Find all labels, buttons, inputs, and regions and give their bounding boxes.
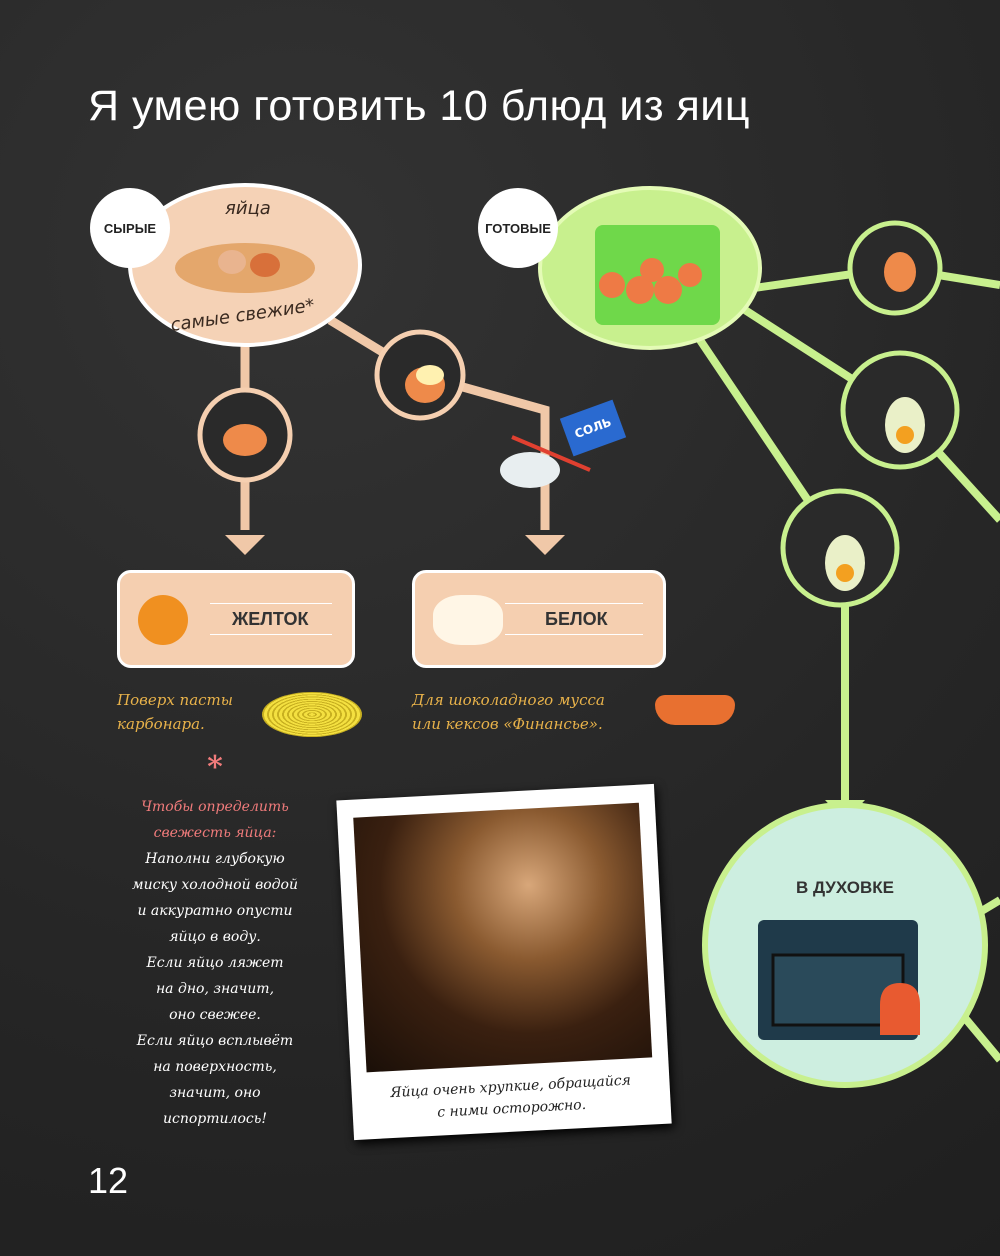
tip-line: Если яйцо всплывёт [136, 1033, 294, 1049]
tip-line: на поверхность, [153, 1059, 277, 1075]
nest-illustration [175, 243, 315, 293]
raw-top-label: яйца [225, 198, 271, 219]
polaroid-photo: Яйца очень хрупкие, обращайся с ними ост… [336, 783, 672, 1141]
egg-white-icon [433, 595, 503, 645]
tip-line: испортилось! [163, 1111, 267, 1127]
yolk-note: Поверх пасты карбонара. [117, 688, 233, 736]
white-note: Для шоколадного мусса или кексов «Финанс… [412, 688, 605, 736]
page-number: 12 [88, 1160, 129, 1201]
page-title: Я умею готовить 10 блюд из яиц [88, 82, 750, 130]
cake-pan-icon [655, 695, 735, 725]
whisk-bowl-icon [500, 452, 560, 488]
yolk-note-line: карбонара. [117, 715, 205, 733]
arrow-white [525, 535, 565, 555]
white-card: БЕЛОК [412, 570, 666, 668]
tip-line: Наполни глубокую [145, 851, 285, 867]
tip-line: миску холодной водой [132, 877, 298, 893]
oven-mitt-icon [880, 983, 920, 1035]
white-label: БЕЛОК [545, 609, 608, 629]
tip-line: значит, оно [169, 1085, 261, 1101]
arrow-yolk [225, 535, 265, 555]
tip-line: яйцо в воду. [169, 929, 261, 945]
yolk-label: ЖЕЛТОК [232, 609, 309, 629]
child-with-egg-photo [353, 802, 653, 1073]
yolk-note-line: Поверх пасты [117, 691, 233, 709]
asterisk: * [207, 750, 223, 785]
tip-line: Если яйцо ляжет [146, 955, 284, 971]
raw-badge: СЫРЫЕ [94, 192, 166, 264]
oven-label: В ДУХОВКЕ [795, 878, 894, 897]
yolk-card: ЖЕЛТОК [117, 570, 355, 668]
white-note-line: Для шоколадного мусса [412, 691, 605, 709]
freshness-tip: * Чтобы определить свежесть яйца: Наполн… [95, 752, 335, 1132]
tip-heading-line: Чтобы определить [141, 799, 289, 815]
tip-line: оно свежее. [169, 1007, 261, 1023]
yolk-icon [138, 595, 188, 645]
tip-line: и аккуратно опусти [137, 903, 293, 919]
photo-caption: Яйца очень хрупкие, обращайся с ними ост… [351, 1068, 671, 1129]
white-note-line: или кексов «Финансье». [412, 715, 603, 733]
tip-line: на дно, значит, [155, 981, 275, 997]
pasta-icon [262, 692, 362, 737]
cooked-badge: ГОТОВЫЕ [482, 192, 554, 264]
tip-heading-line: свежесть яйца: [153, 825, 277, 841]
